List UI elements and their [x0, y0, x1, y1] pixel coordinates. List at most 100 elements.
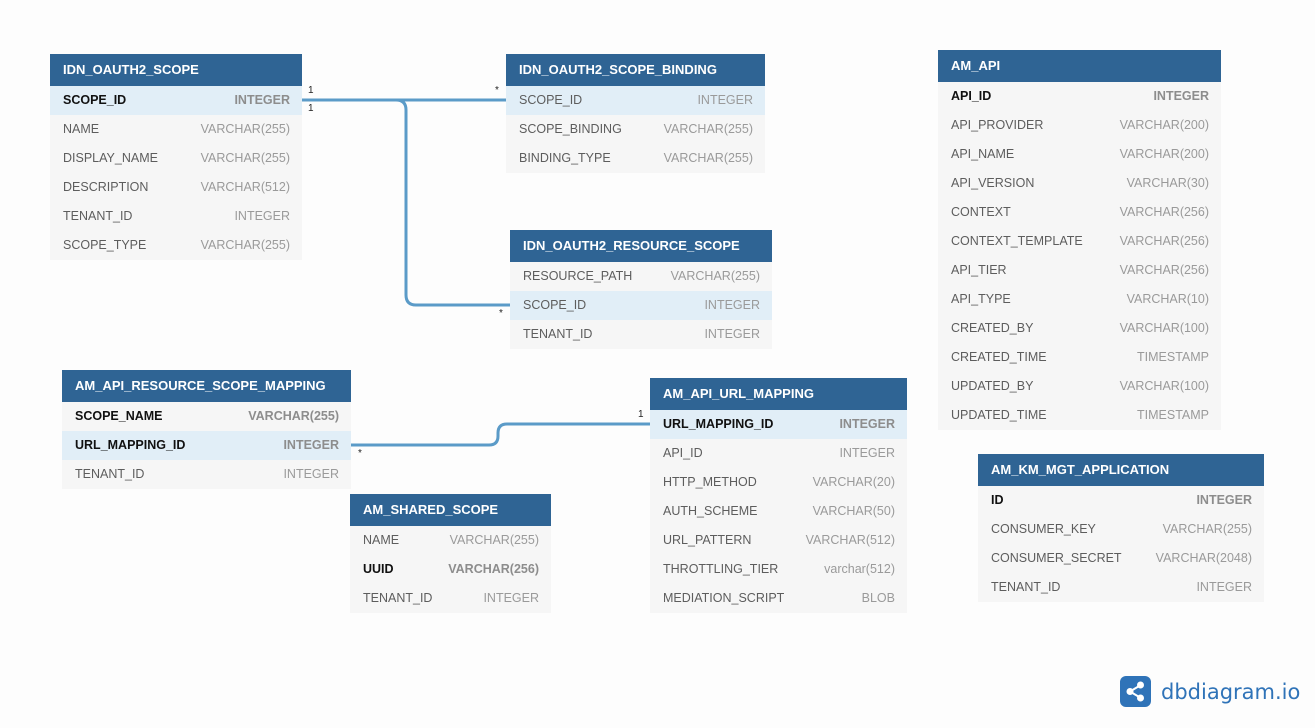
column-type: VARCHAR(20) [812, 475, 895, 489]
cardinality-many: * [495, 85, 499, 96]
column-type: VARCHAR(30) [1126, 176, 1209, 190]
cardinality-one: 1 [308, 85, 314, 96]
column-name: NAME [363, 533, 400, 547]
table-row[interactable]: SCOPE_TYPE VARCHAR(255) [50, 231, 302, 260]
dbdiagram-brand[interactable]: dbdiagram.io [1120, 676, 1300, 707]
table-row[interactable]: API_VERSION VARCHAR(30) [938, 169, 1221, 198]
column-name: SCOPE_TYPE [63, 238, 147, 252]
table-row[interactable]: API_TYPE VARCHAR(10) [938, 285, 1221, 314]
table-header[interactable]: AM_KM_MGT_APPLICATION [978, 454, 1264, 486]
column-name: API_VERSION [951, 176, 1035, 190]
table-header[interactable]: AM_SHARED_SCOPE [350, 494, 551, 526]
table-am-km-mgt-application[interactable]: AM_KM_MGT_APPLICATION ID INTEGER CONSUMER… [978, 454, 1264, 602]
column-name: API_NAME [951, 147, 1015, 161]
cardinality-many: * [499, 308, 503, 319]
cardinality-one: 1 [308, 103, 314, 114]
table-row[interactable]: ID INTEGER [978, 486, 1264, 515]
column-name: UUID [363, 562, 394, 576]
column-type: VARCHAR(255) [1162, 522, 1252, 536]
table-row[interactable]: URL_MAPPING_ID INTEGER [650, 410, 907, 439]
table-header[interactable]: AM_API_RESOURCE_SCOPE_MAPPING [62, 370, 351, 402]
column-type: INTEGER [1153, 89, 1209, 103]
column-name: API_ID [663, 446, 703, 460]
column-name: URL_PATTERN [663, 533, 752, 547]
table-header[interactable]: AM_API [938, 50, 1221, 82]
column-name: CONSUMER_KEY [991, 522, 1096, 536]
table-header[interactable]: IDN_OAUTH2_SCOPE [50, 54, 302, 86]
column-type: INTEGER [1196, 493, 1252, 507]
column-type: INTEGER [1196, 580, 1252, 594]
column-type: VARCHAR(10) [1126, 292, 1209, 306]
column-type: VARCHAR(255) [449, 533, 539, 547]
table-row[interactable]: NAME VARCHAR(255) [350, 526, 551, 555]
column-type: VARCHAR(255) [200, 151, 290, 165]
column-type: VARCHAR(200) [1119, 147, 1209, 161]
column-type: VARCHAR(255) [663, 122, 753, 136]
table-row[interactable]: CONSUMER_KEY VARCHAR(255) [978, 515, 1264, 544]
table-am-api-resource-scope-mapping[interactable]: AM_API_RESOURCE_SCOPE_MAPPING SCOPE_NAME… [62, 370, 351, 489]
column-name: SCOPE_BINDING [519, 122, 622, 136]
column-type: VARCHAR(50) [812, 504, 895, 518]
column-name: NAME [63, 122, 100, 136]
column-name: CREATED_TIME [951, 350, 1047, 364]
column-name: ID [991, 493, 1004, 507]
table-am-api-url-mapping[interactable]: AM_API_URL_MAPPING URL_MAPPING_ID INTEGER… [650, 378, 907, 613]
table-row[interactable]: API_NAME VARCHAR(200) [938, 140, 1221, 169]
table-row[interactable]: AUTH_SCHEME VARCHAR(50) [650, 497, 907, 526]
table-row[interactable]: SCOPE_BINDING VARCHAR(255) [506, 115, 765, 144]
column-name: API_TYPE [951, 292, 1011, 306]
relationship-line-resource-scope [302, 98, 510, 307]
column-name: API_PROVIDER [951, 118, 1044, 132]
column-name: URL_MAPPING_ID [663, 417, 774, 431]
column-name: AUTH_SCHEME [663, 504, 758, 518]
table-header[interactable]: IDN_OAUTH2_RESOURCE_SCOPE [510, 230, 772, 262]
table-header[interactable]: AM_API_URL_MAPPING [650, 378, 907, 410]
column-type: INTEGER [704, 298, 760, 312]
column-type: BLOB [861, 591, 895, 605]
column-name: HTTP_METHOD [663, 475, 757, 489]
column-type: INTEGER [839, 417, 895, 431]
table-row[interactable]: HTTP_METHOD VARCHAR(20) [650, 468, 907, 497]
column-name: UPDATED_TIME [951, 408, 1047, 422]
column-type: VARCHAR(256) [1119, 263, 1209, 277]
column-type: VARCHAR(255) [200, 238, 290, 252]
column-type: VARCHAR(100) [1119, 379, 1209, 393]
table-header[interactable]: IDN_OAUTH2_SCOPE_BINDING [506, 54, 765, 86]
